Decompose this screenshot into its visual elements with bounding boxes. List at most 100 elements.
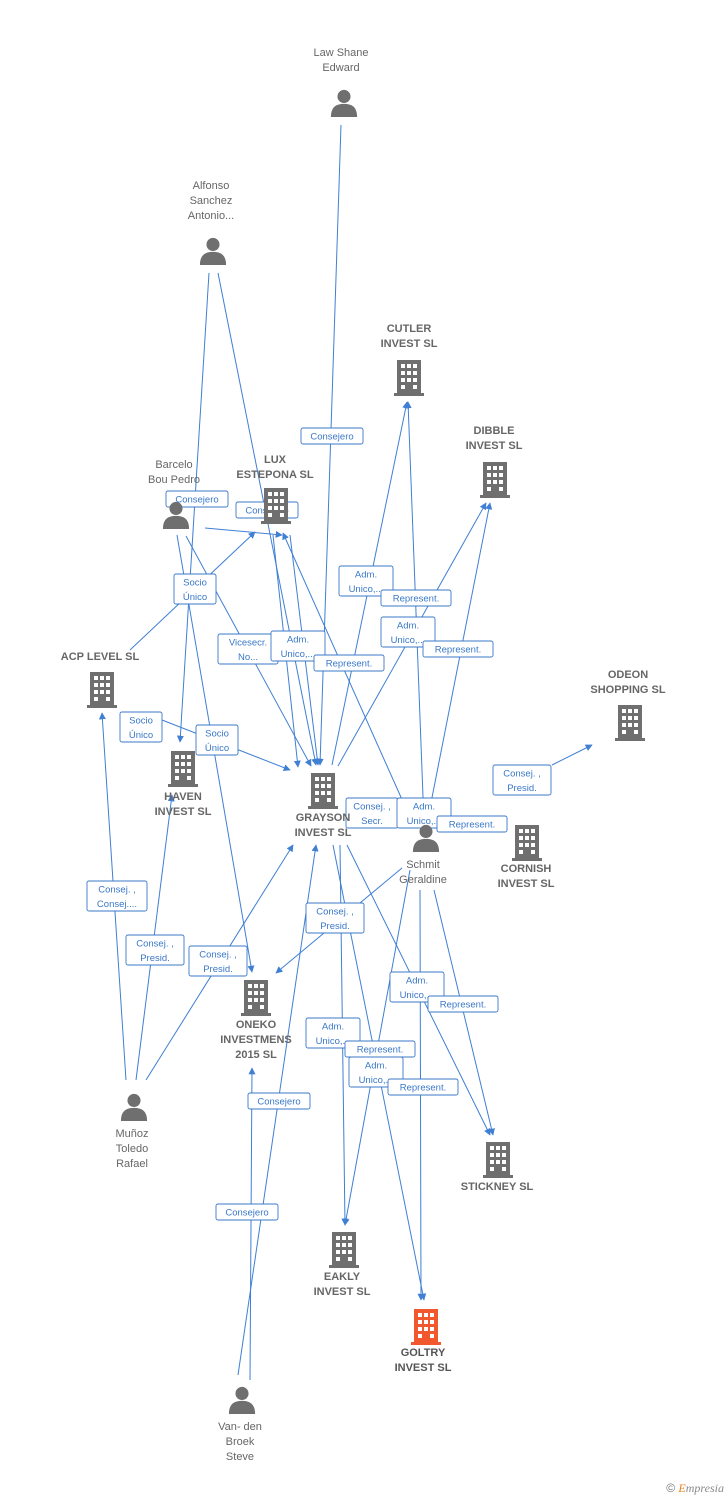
edge-14 (426, 502, 493, 824)
node-label: Rafael (116, 1158, 148, 1170)
svg-text:Represent.: Represent. (449, 820, 495, 831)
node-label: CUTLER (387, 323, 432, 335)
edge-label-21[interactable]: Consej. ,Presid. (305, 902, 365, 934)
node-label: EAKLY (324, 1271, 361, 1283)
edge-label-25[interactable]: Represent. (344, 1040, 416, 1058)
edge-label-23[interactable]: Represent. (427, 995, 499, 1013)
edge-label-17[interactable]: Represent. (436, 815, 508, 833)
node-label: INVEST SL (466, 440, 523, 452)
person-icon (120, 1093, 148, 1121)
edge-2 (176, 272, 210, 743)
person-icon (330, 89, 358, 117)
node-label: Muñoz (115, 1128, 148, 1140)
node-cutler[interactable]: CUTLER INVEST SL (381, 323, 438, 396)
svg-text:Adm.: Adm. (413, 802, 435, 813)
svg-text:No...: No... (238, 652, 258, 663)
node-label: INVESTMENS (220, 1034, 292, 1046)
edge-label-28[interactable]: Consejero (247, 1092, 311, 1110)
node-stickney[interactable]: STICKNEY SL (461, 1142, 534, 1193)
node-label: INVEST SL (155, 806, 212, 818)
node-label: INVEST SL (498, 878, 555, 890)
edge-label-9[interactable]: Vicesecr.No... (217, 633, 279, 665)
svg-text:Consejero: Consejero (257, 1097, 300, 1108)
edge-label-18[interactable]: Consej. , Consej.... (86, 880, 148, 912)
edge-label-10[interactable]: Adm.Unico,... (270, 630, 326, 662)
edge-label-15[interactable]: Consej. ,Secr. (345, 797, 399, 829)
edge-label-5[interactable]: Adm.Unico,... (338, 565, 394, 597)
building-icon (168, 751, 198, 787)
svg-text:Consej....: Consej.... (97, 899, 137, 910)
node-label: LUX (264, 454, 287, 466)
svg-text:Adm.: Adm. (322, 1022, 344, 1033)
edge-label-1[interactable]: Consejero (300, 427, 364, 445)
edge-label-29[interactable]: Consejero (215, 1203, 279, 1221)
edge-28 (248, 1067, 256, 1381)
svg-text:Consej. ,: Consej. , (353, 802, 391, 813)
node-label: ONEKO (236, 1019, 277, 1031)
footer-brand: © Empresia (666, 1481, 724, 1496)
svg-text:Consej. ,: Consej. , (503, 769, 541, 780)
svg-text:Presid.: Presid. (203, 964, 233, 975)
edge-label-24[interactable]: Adm. Unico,... (305, 1017, 361, 1049)
svg-text:Consej. ,: Consej. , (316, 907, 354, 918)
node-label: STICKNEY SL (461, 1181, 534, 1193)
edge-label-7[interactable]: Adm.Unico,... (380, 616, 436, 648)
node-alfonso[interactable]: AlfonsoSanchezAntonio... (188, 180, 234, 265)
edge-label-8[interactable]: Represent. (422, 640, 494, 658)
node-label: Sanchez (190, 195, 233, 207)
svg-text:Represent.: Represent. (357, 1045, 403, 1056)
node-label: GOLTRY (401, 1347, 446, 1359)
node-acp[interactable]: ACP LEVEL SL (61, 651, 140, 708)
building-icon (394, 360, 424, 396)
node-label: Geraldine (399, 874, 447, 886)
svg-text:Represent.: Represent. (435, 645, 481, 656)
node-label: ESTEPONA SL (236, 469, 313, 481)
svg-text:Socio: Socio (129, 716, 153, 727)
node-label: Schmit (406, 859, 440, 871)
node-label: Broek (226, 1436, 255, 1448)
edge-label-14[interactable]: Consej. ,Presid. (492, 764, 552, 796)
svg-text:Único: Único (183, 592, 207, 603)
node-label: GRAYSON (296, 812, 351, 824)
edge-label-6[interactable]: Represent. (380, 589, 452, 607)
edge-label-2[interactable]: Consejero (165, 490, 229, 508)
node-label: ACP LEVEL SL (61, 651, 140, 663)
svg-text:Consej. ,: Consej. , (98, 885, 136, 896)
node-label: Steve (226, 1451, 254, 1463)
building-icon (87, 672, 117, 708)
node-oneko[interactable]: ONEKO INVESTMENS 2015 SL (220, 980, 292, 1061)
building-icon (308, 773, 338, 809)
node-label: 2015 SL (235, 1049, 277, 1061)
svg-text:Unico,...: Unico,... (316, 1036, 351, 1047)
node-lux[interactable]: LUX ESTEPONA SL (236, 454, 314, 524)
edge-label-27[interactable]: Represent. (387, 1078, 459, 1096)
svg-text:Unico,...: Unico,... (281, 649, 316, 660)
edge-label-22[interactable]: Adm.Unico,... (389, 971, 445, 1003)
node-label: INVEST SL (381, 338, 438, 350)
person-icon (412, 824, 440, 852)
node-label: Edward (322, 62, 359, 74)
edge-label-11[interactable]: Represent. (313, 654, 385, 672)
svg-text:Represent.: Represent. (393, 594, 439, 605)
copyright-icon: © (666, 1481, 676, 1495)
building-icon (512, 825, 542, 861)
edge-label-20[interactable]: Consej. ,Presid. (188, 945, 248, 977)
edge-label-19[interactable]: Consej. ,Presid. (125, 934, 185, 966)
building-icon (241, 980, 271, 1016)
